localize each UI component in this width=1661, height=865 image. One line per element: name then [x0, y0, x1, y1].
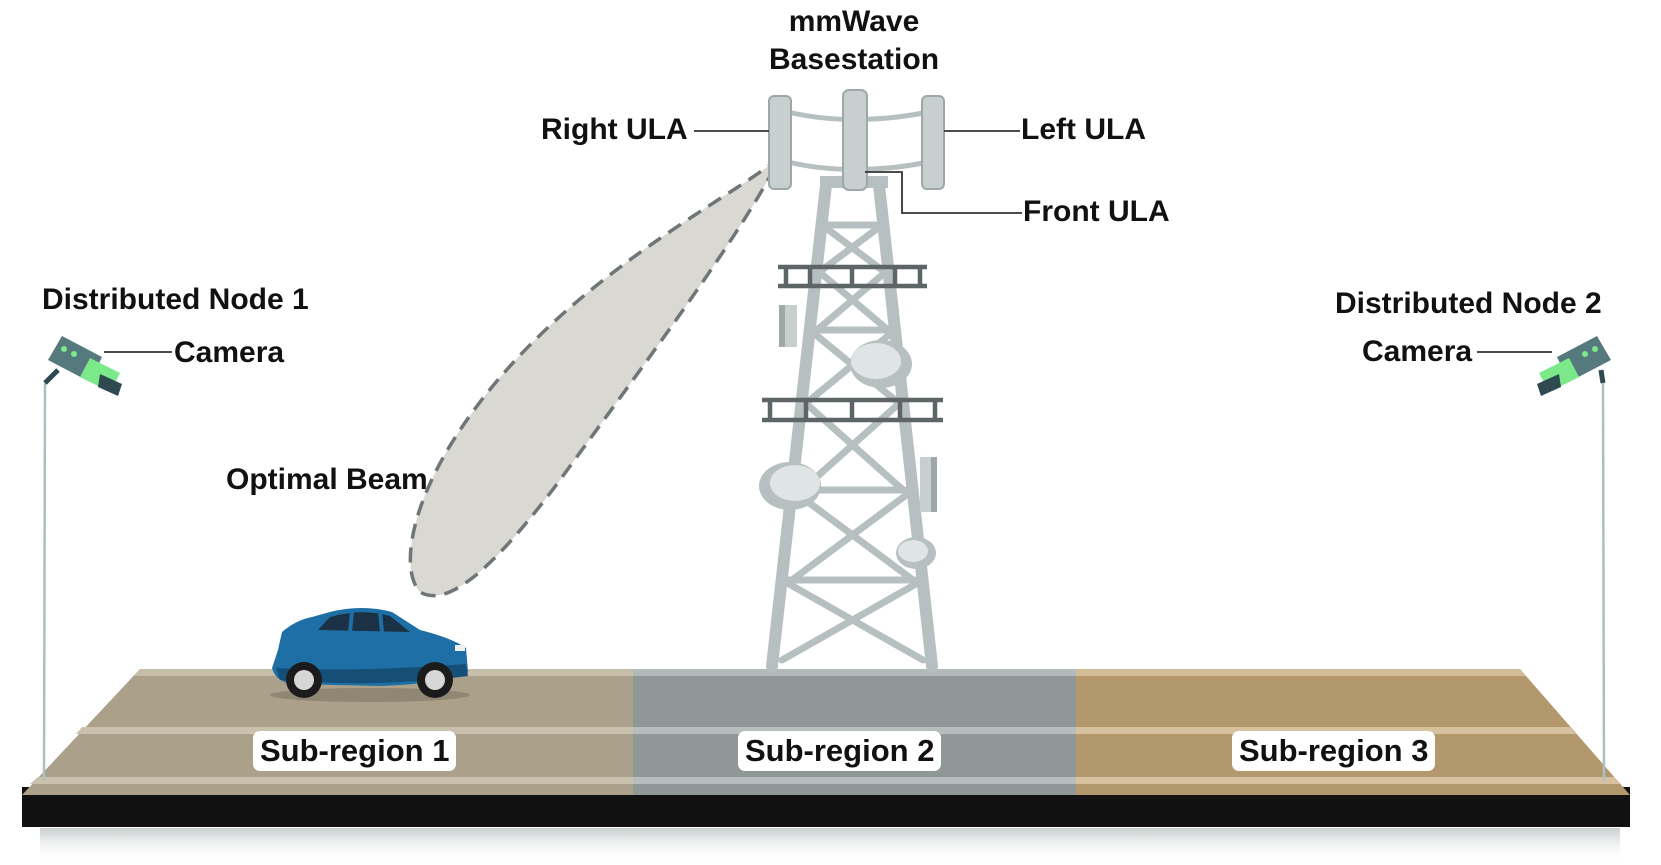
front-ula-label: Front ULA	[1023, 195, 1170, 228]
optimal-beam	[408, 155, 782, 598]
tower-platform-upper	[778, 264, 927, 289]
leader-lines	[104, 130, 1552, 353]
basestation-title-line2: Basestation	[768, 43, 940, 77]
sub-region-3-label: Sub-region 3	[1232, 731, 1436, 771]
tower-platform-lower	[762, 397, 943, 423]
sub-region-1-label: Sub-region 1	[253, 731, 457, 771]
ula-array	[768, 89, 945, 191]
front-ula-panel	[842, 89, 868, 191]
platform-shadow	[40, 828, 1620, 862]
camera-pole-1	[42, 382, 47, 782]
node-1-camera-label: Camera	[174, 336, 285, 369]
camera-2	[1537, 336, 1611, 396]
node-2-title: Distributed Node 2	[1335, 287, 1602, 320]
left-ula-label: Left ULA	[1021, 113, 1146, 146]
basestation-title-line1: mmWave	[788, 5, 920, 38]
node-1-title: Distributed Node 1	[42, 283, 309, 316]
basestation-title: mmWave Basestation	[742, 3, 966, 80]
car	[270, 608, 470, 702]
right-ula-panel	[768, 95, 792, 190]
node-2-camera-label: Camera	[1362, 335, 1473, 368]
sub-region-2	[633, 669, 1076, 795]
optimal-beam-label: Optimal Beam	[226, 463, 428, 496]
left-ula-panel	[921, 95, 945, 190]
camera-1	[43, 336, 122, 396]
right-ula-label: Right ULA	[541, 113, 688, 146]
camera-pole-2	[1601, 382, 1606, 782]
sub-region-2-label: Sub-region 2	[738, 731, 942, 771]
dish-antennas	[759, 305, 937, 569]
